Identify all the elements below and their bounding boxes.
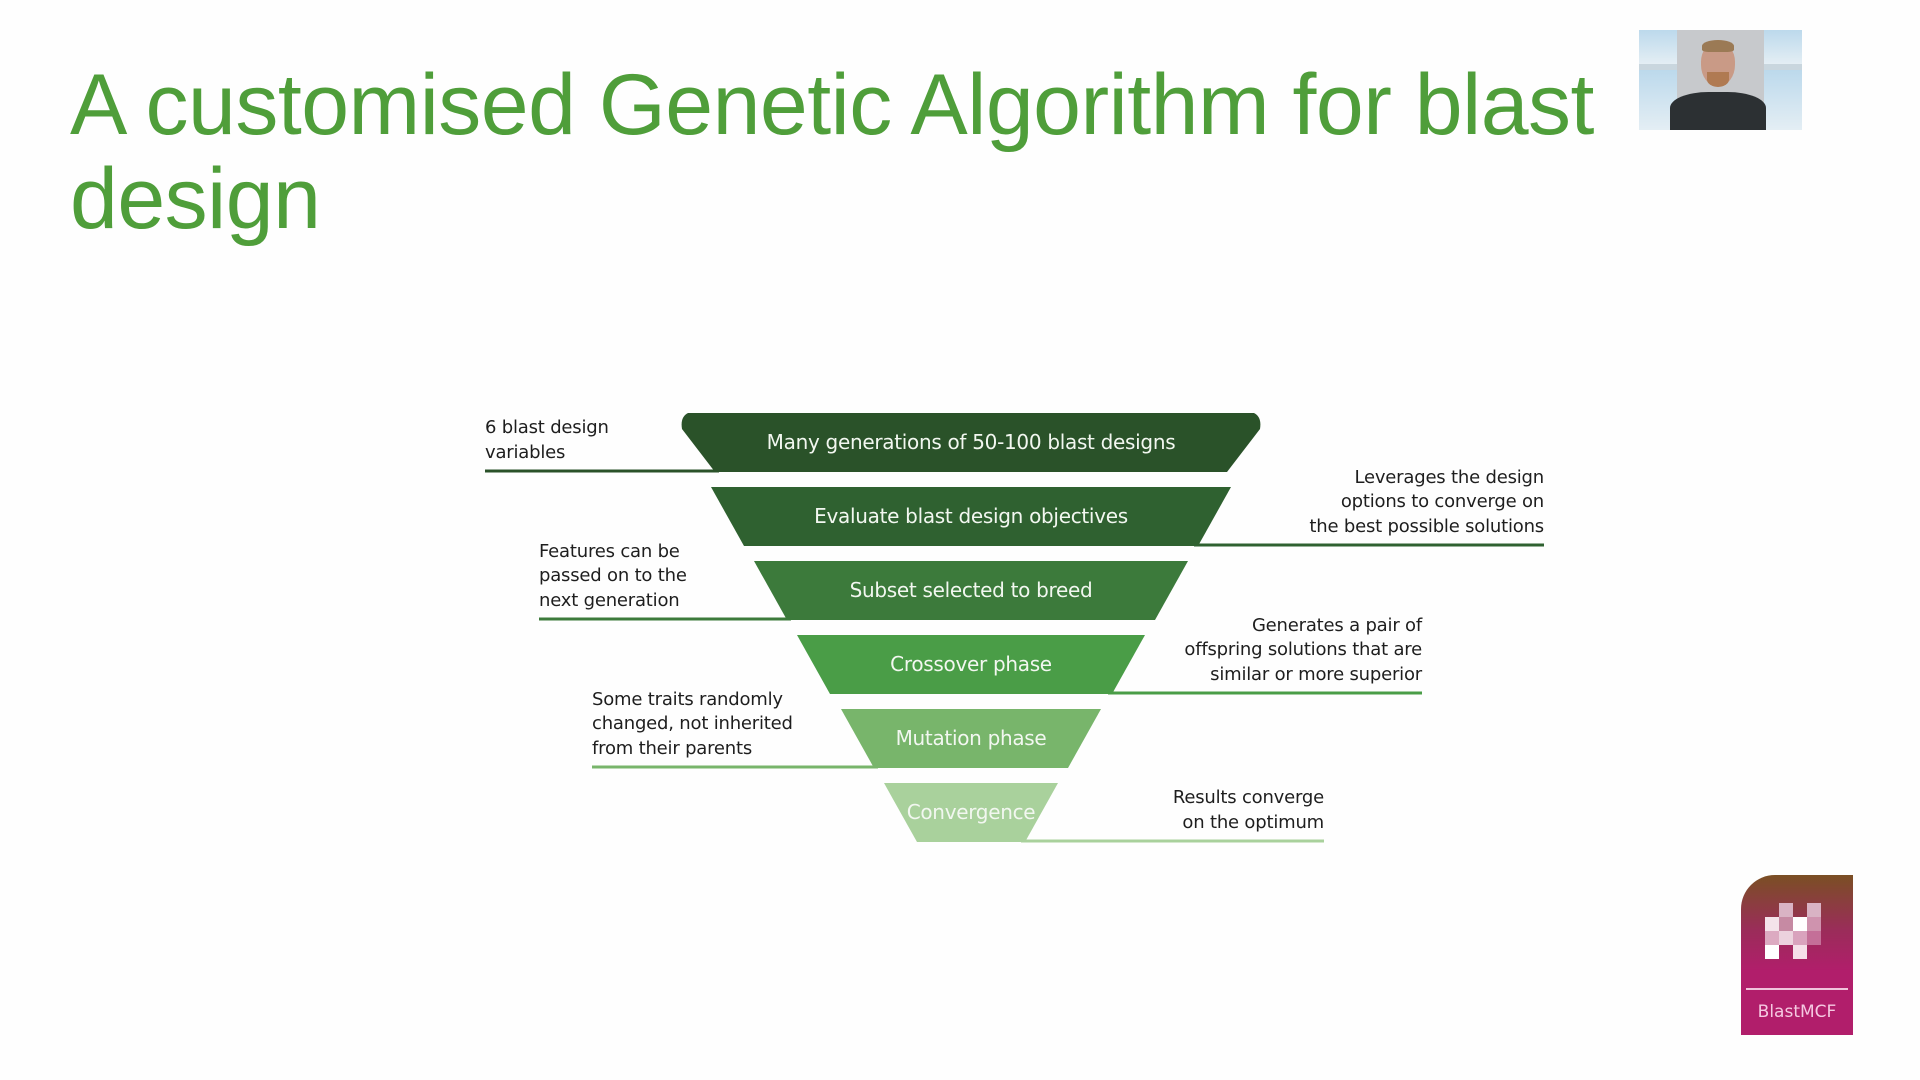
annotation-text-line: 6 blast design [485,417,609,438]
logo-divider [1746,988,1848,990]
annotation-text-line: changed, not inherited [592,713,793,734]
annotation-left-2: Features can be passed on to the next gene… [539,540,687,614]
presenter-beard [1707,72,1729,87]
funnel-step-label: Convergence [906,800,1036,824]
funnel-step-label: Many generations of 50-100 blast designs [766,430,1176,454]
funnel-step-2 [711,487,1231,546]
window-pane [1764,70,1802,130]
annotation-text-line: variables [485,441,566,463]
funnel-step-label: Crossover phase [890,652,1052,676]
annotation-text-line: passed on to the [539,565,687,586]
funnel-step-label: Mutation phase [895,726,1047,750]
window-pane [1639,30,1677,64]
annotation-right-3: Results converge on the optimum [1173,786,1324,835]
annotation-left-1: 6 blast design variables [485,416,609,465]
annotation-text-line: Leverages the design [1354,466,1544,488]
annotation-text-line: the best possible solutions [1309,515,1544,537]
annotation-text-line: next generation [539,589,680,611]
annotation-text-line: offspring solutions that are [1184,639,1422,660]
blastmcf-logo: BlastMCF [1741,875,1853,1035]
annotation-text-line: Results converge [1172,787,1324,808]
annotation-text-line: Features can be [539,540,680,562]
annotation-text-line: similar or more superior [1210,663,1422,685]
presenter-webcam-video [1639,30,1802,130]
funnel-step-4 [797,635,1145,694]
annotation-right-1: Leverages the design options to converge … [1309,466,1544,540]
funnel-step-3 [754,561,1188,620]
presenter-shirt [1670,92,1766,130]
annotation-right-2: Generates a pair of offspring solutions t… [1184,614,1422,688]
funnel-step-label: Evaluate blast design objectives [814,504,1128,528]
logo-brand-name: BlastMCF [1757,1002,1837,1022]
annotation-text-line: on the optimum [1182,811,1324,833]
annotation-text-line: Generates a pair of [1251,614,1422,636]
annotation-text-line: Some traits randomly [592,688,783,710]
funnel-step-label: Subset selected to breed [849,578,1093,602]
window-pane [1764,30,1802,64]
slide-title: A customised Genetic Algorithm for blast… [70,57,1594,247]
annotation-text-line: from their parents [592,737,753,759]
annotation-text-line: options to converge on [1340,491,1544,512]
funnel-step-5 [841,709,1101,768]
funnel-step-6 [884,783,1058,842]
presenter-hair [1702,40,1734,52]
logo-pixel-mark-icon [1765,903,1829,963]
annotation-left-3: Some traits randomly changed, not inherit… [592,688,793,762]
funnel-step-1 [681,413,1261,472]
